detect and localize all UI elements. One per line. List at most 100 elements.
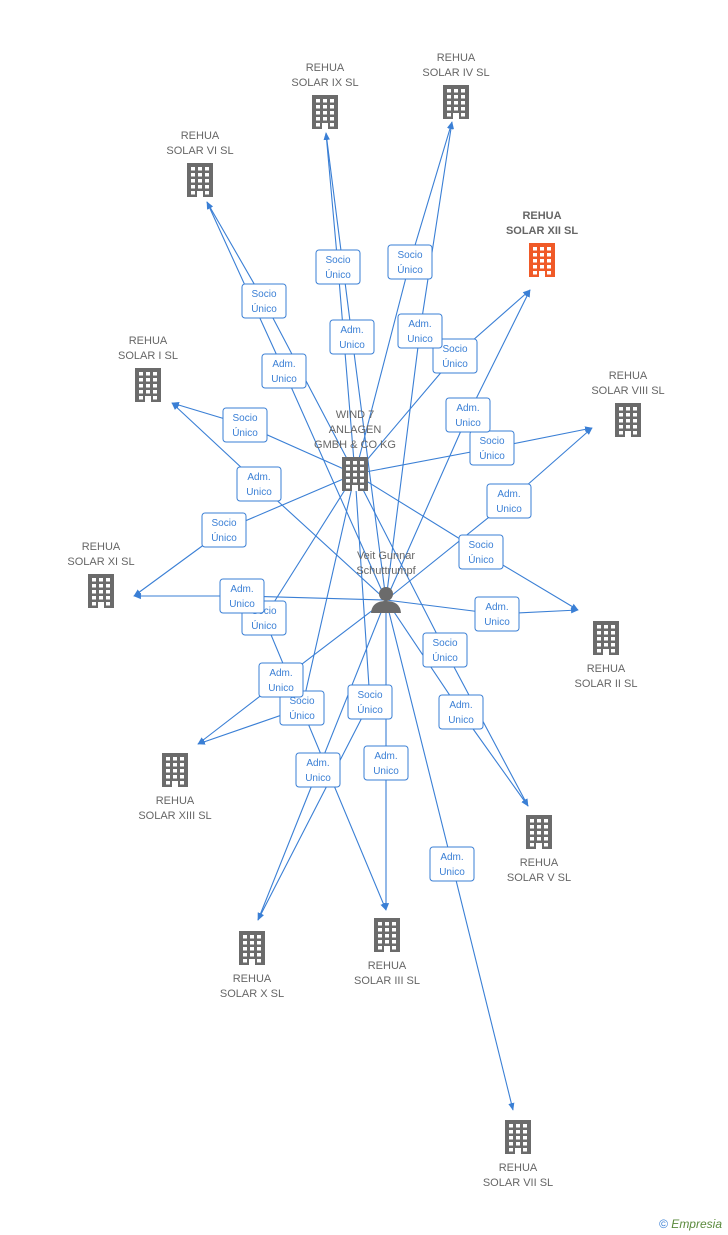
- node-ii[interactable]: REHUA SOLAR II SL: [575, 621, 638, 690]
- node-label: WIND 7: [336, 409, 375, 421]
- relation-label-box: [241, 283, 287, 319]
- node-label: SOLAR IX SL: [291, 77, 358, 89]
- relation-label-box: [474, 596, 520, 632]
- building-icon: [443, 85, 469, 119]
- relation-label-text: Socio: [289, 696, 314, 707]
- relation-label-text: Unico: [339, 340, 365, 351]
- building-icon: [529, 243, 555, 277]
- relation-label-text: Socio: [432, 638, 457, 649]
- relation-label[interactable]: Adm.Unico: [363, 745, 409, 781]
- building-icon: [135, 368, 161, 402]
- node-label: SOLAR II SL: [575, 678, 638, 690]
- node-label: REHUA: [181, 130, 220, 142]
- relation-label[interactable]: Adm.Unico: [397, 313, 443, 349]
- relation-label-text: Adm.: [230, 584, 253, 595]
- edge-wind7-to-ix: [323, 132, 356, 475]
- relation-label[interactable]: Adm.Unico: [474, 596, 520, 632]
- relation-label[interactable]: Adm.Unico: [219, 578, 265, 614]
- node-vi[interactable]: REHUA SOLAR VI SL: [166, 130, 234, 197]
- node-label: SOLAR VI SL: [166, 145, 233, 157]
- node-label: ANLAGEN: [329, 424, 382, 436]
- relation-label-box: [469, 430, 515, 466]
- node-label: REHUA: [233, 973, 272, 985]
- relation-label[interactable]: Adm.Unico: [329, 319, 375, 355]
- relation-label[interactable]: Adm.Unico: [429, 846, 475, 882]
- copyright-symbol: ©: [659, 1217, 668, 1231]
- relation-label-box: [329, 319, 375, 355]
- empresia-logo[interactable]: Empresia: [671, 1217, 722, 1231]
- node-label: REHUA: [609, 370, 648, 382]
- relation-label-box: [445, 397, 491, 433]
- relation-label-text: Único: [289, 709, 315, 722]
- relation-label-text: Único: [442, 357, 468, 370]
- node-i[interactable]: REHUA SOLAR I SL: [118, 335, 178, 402]
- node-label: REHUA: [520, 857, 559, 869]
- relation-label[interactable]: Adm. Unico: [295, 752, 341, 788]
- relation-label-box: [486, 483, 532, 519]
- relation-label-text: Socio: [468, 540, 493, 551]
- building-icon: [88, 574, 114, 608]
- relation-label-box: [438, 694, 484, 730]
- relation-label-text: Socio: [397, 250, 422, 261]
- relation-label-text: Adm.: [485, 602, 508, 613]
- relation-label-text: Adm.: [269, 668, 292, 679]
- node-label: REHUA: [129, 335, 168, 347]
- relation-label[interactable]: Adm.Unico: [258, 662, 304, 698]
- person-icon: [371, 587, 401, 613]
- building-icon: [526, 815, 552, 849]
- relation-label[interactable]: Adm.Unico: [261, 353, 307, 389]
- edge-wind7-to-iv: [354, 121, 453, 475]
- relation-label-box: [387, 244, 433, 280]
- relation-label-text: Socio: [251, 289, 276, 300]
- relation-label-box: [432, 338, 478, 374]
- relation-label-box: [258, 662, 304, 698]
- relation-label-text: Socio: [232, 413, 257, 424]
- relation-label[interactable]: Adm.Unico: [438, 694, 484, 730]
- building-icon: [342, 457, 368, 491]
- node-label: REHUA: [499, 1162, 538, 1174]
- relation-label-box: [397, 313, 443, 349]
- relation-label-text: Adm.: [456, 403, 479, 414]
- node-label: SOLAR XII SL: [506, 225, 578, 237]
- relation-label[interactable]: Adm.Unico: [236, 466, 282, 502]
- node-label: SOLAR I SL: [118, 350, 178, 362]
- node-label: REHUA: [587, 663, 626, 675]
- relation-label-text: Unico: [407, 334, 433, 345]
- relation-label-text: Único: [232, 426, 258, 439]
- relation-label-text: Adm.: [440, 852, 463, 863]
- relation-label[interactable]: Adm.Unico: [445, 397, 491, 433]
- node-label: SOLAR XIII SL: [138, 810, 211, 822]
- relation-label-text: Único: [432, 651, 458, 664]
- relation-label-text: Adm.: [306, 758, 329, 769]
- relation-label[interactable]: Adm.Unico: [486, 483, 532, 519]
- relation-label-text: Unico: [305, 773, 331, 784]
- relation-label-box: [429, 846, 475, 882]
- relation-label-text: Único: [357, 703, 383, 716]
- relation-label-text: Unico: [448, 715, 474, 726]
- relation-label-box: [422, 632, 468, 668]
- relation-label-text: Único: [251, 619, 277, 632]
